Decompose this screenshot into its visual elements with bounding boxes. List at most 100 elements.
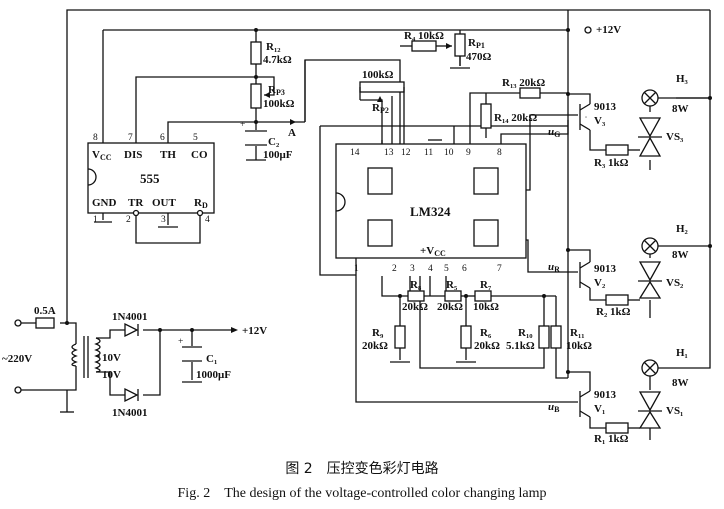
lm324-pin-12: 12 — [401, 148, 411, 158]
plus-sign: + — [240, 120, 245, 130]
sec-b-label: 10V — [102, 369, 121, 381]
rp2-value: 100kΩ — [362, 69, 394, 81]
junction-dot — [398, 294, 402, 298]
lamp-cross — [643, 239, 657, 253]
lm324-pin-1: 1 — [354, 264, 359, 274]
resistor-r1 — [605, 422, 629, 434]
timer-gnd-label: GND — [92, 197, 117, 209]
mains-terminal — [14, 319, 22, 327]
triac-shape — [638, 410, 662, 429]
top-rail-label: +12V — [596, 24, 621, 36]
v1-type: 9013 — [594, 389, 617, 401]
junction-dot — [566, 28, 570, 32]
ug-label: uG — [548, 126, 560, 139]
mains-label: ~220V — [2, 353, 32, 365]
resistor-r11 — [550, 325, 562, 349]
lm324-pin-10: 10 — [444, 148, 454, 158]
timer-pin4-dot — [196, 209, 204, 217]
ub-label: uB — [548, 401, 560, 414]
resistor-r13 — [519, 87, 541, 99]
junction-dot — [542, 294, 546, 298]
triac-shape — [638, 136, 662, 157]
h2-label: H₂ — [676, 223, 689, 235]
timer-dis-label: DIS — [124, 149, 142, 161]
wiper-arrow-icon — [446, 43, 452, 49]
timer-pin-2: 2 — [126, 215, 131, 225]
v2-type: 9013 — [594, 263, 617, 275]
timer-out-label: OUT — [152, 197, 177, 209]
timer-pin-7: 7 — [128, 133, 133, 143]
r5-label: R₅ — [446, 279, 458, 291]
reference-network: R₄ 10kΩ RP1 470Ω 100kΩ RP2 — [359, 30, 492, 115]
r2-label: R₂ 1kΩ — [596, 306, 631, 318]
mains-terminal — [14, 386, 22, 394]
junction-dot — [190, 328, 194, 332]
timer-th-label: TH — [160, 149, 176, 161]
r11-label: R₁₁ — [570, 327, 585, 339]
timer-chip-label: 555 — [140, 171, 160, 186]
timer-pin-8: 8 — [93, 133, 98, 143]
resistor-r4 — [411, 40, 437, 52]
resistor-r6 — [460, 325, 472, 349]
power-supply: ~220V 0.5A 10V 10V 1N4001 1N4001 + C₁ 10… — [2, 305, 267, 419]
junction-dot — [566, 92, 570, 96]
lm324-vcc-label: +VCC — [420, 245, 446, 258]
timer-co-label: CO — [191, 149, 208, 161]
wiper-arrow-icon — [377, 96, 383, 102]
transistor-lead — [579, 103, 591, 111]
junction-dot — [708, 244, 712, 248]
c2-label: C₂ — [268, 136, 280, 148]
timing-network: R₁₂ 4.7kΩ RP3 100kΩ + C₂ 100μF A — [240, 28, 296, 161]
diode-d2-icon — [124, 387, 139, 403]
arrow-icon — [231, 327, 238, 333]
timer-pin-3: 3 — [161, 215, 166, 225]
transistor-lead — [579, 390, 591, 398]
r8-value: 20kΩ — [402, 301, 428, 313]
opamp-a — [367, 167, 393, 195]
timer-notch — [87, 168, 97, 186]
junction-dot — [464, 294, 468, 298]
r7-label: R₇ — [480, 279, 492, 291]
arrow-icon — [290, 119, 296, 125]
timer-tr-label: TR — [128, 197, 144, 209]
opamp-b — [473, 167, 499, 195]
h2-watts: 8W — [672, 249, 689, 261]
caption-english: Fig. 2 The design of the voltage-control… — [177, 486, 547, 501]
wiper-arrow-icon — [264, 92, 270, 98]
triac-vs1-icon — [638, 391, 662, 412]
triac-vs2-icon — [638, 261, 662, 282]
driver-stage-2: 9013 V₂ R₂ 1kΩ H₂ 8W VS₂ — [579, 223, 689, 318]
h3-watts: 8W — [672, 103, 689, 115]
potentiometer-rp2 — [359, 81, 405, 93]
r14-label: R₁₄ 20kΩ — [494, 112, 537, 124]
v1-label: V₁ — [594, 403, 605, 415]
lm324-chip-label: LM324 — [410, 204, 451, 219]
lm324-pin-13: 13 — [384, 148, 394, 158]
timer-555-body — [87, 142, 215, 214]
potentiometer-rp3 — [250, 83, 262, 109]
transistor-lead — [579, 410, 591, 418]
r11-value: 10kΩ — [566, 340, 592, 352]
resistor-r14 — [480, 103, 492, 129]
r12-label: R₁₂ — [266, 41, 281, 53]
timer-vcc-label: VCC — [92, 149, 112, 162]
driver-stage-1: 9013 V₁ R₁ 1kΩ H₁ 8W VS₁ — [579, 347, 689, 445]
opamp-c — [367, 219, 393, 247]
driver-stage-3: 9013 V₃ R₃ 1kΩ H₃ 8W VS₃ — [579, 73, 689, 169]
timer-pin-5: 5 — [193, 133, 198, 143]
junction-dot — [566, 248, 570, 252]
junction-dot — [566, 370, 570, 374]
lm324-pin-5: 5 — [444, 264, 449, 274]
terminal-12v — [584, 26, 592, 34]
lm324-pin-8: 8 — [497, 148, 502, 158]
triac-shape — [638, 280, 662, 299]
junction-dot — [254, 28, 258, 32]
junction-dot — [158, 328, 162, 332]
h1-label: H₁ — [676, 347, 688, 359]
lamp-cross — [643, 361, 657, 375]
timer-pin-1: 1 — [93, 215, 98, 225]
r4-label: R₄ 10kΩ — [404, 30, 444, 42]
c1-label: C₁ — [206, 353, 217, 365]
junction-dot — [254, 75, 258, 79]
node-a-label: A — [288, 127, 296, 139]
